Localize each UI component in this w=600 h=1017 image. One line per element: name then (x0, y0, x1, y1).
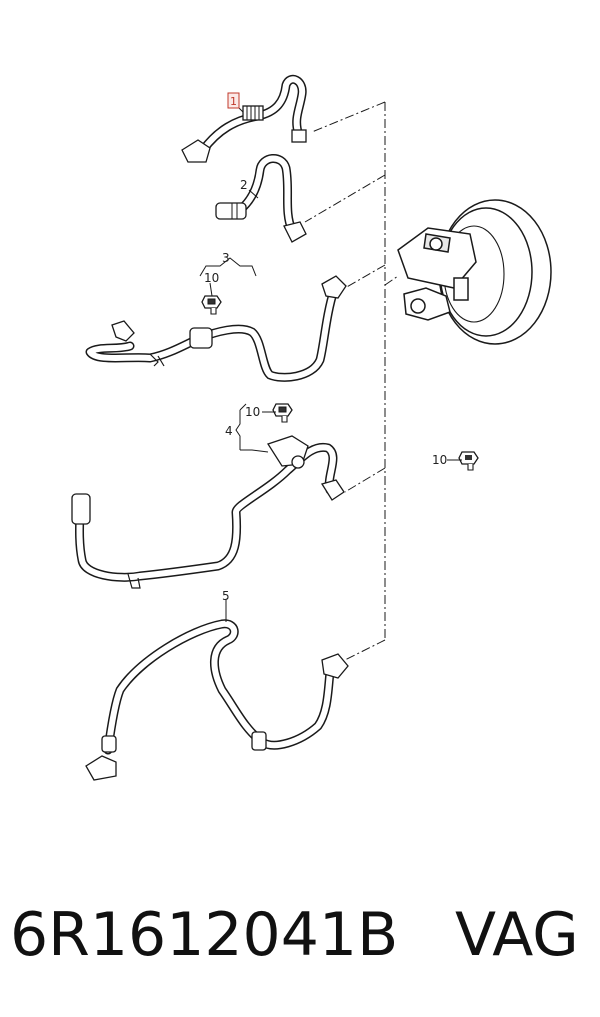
callout-3[interactable]: 3 (222, 251, 230, 265)
part-number: 6R1612041B (10, 900, 399, 970)
callout-10-part-3[interactable]: 10 (204, 271, 219, 285)
hose-part-2 (215, 154, 307, 243)
callout-leaders (199, 105, 462, 622)
hose-part-1 (181, 74, 307, 163)
callout-1[interactable]: 1 (230, 95, 237, 108)
hose-part-4 (71, 403, 345, 589)
hose-part-5 (85, 619, 349, 781)
reference-dash-line (304, 101, 399, 661)
brand-name: VAG (455, 900, 579, 970)
callout-10-standalone[interactable]: 10 (432, 453, 447, 467)
clip-part-10-standalone (458, 451, 479, 471)
callout-10-part-4[interactable]: 10 (245, 405, 260, 419)
callout-box-1 (227, 92, 240, 109)
callout-4[interactable]: 4 (225, 424, 233, 438)
brake-booster (397, 199, 552, 345)
callout-5[interactable]: 5 (222, 589, 230, 603)
hose-part-3 (85, 275, 347, 382)
parts-diagram: 1 2 3 10 4 10 10 5 (71, 74, 552, 781)
callout-2[interactable]: 2 (240, 178, 248, 192)
